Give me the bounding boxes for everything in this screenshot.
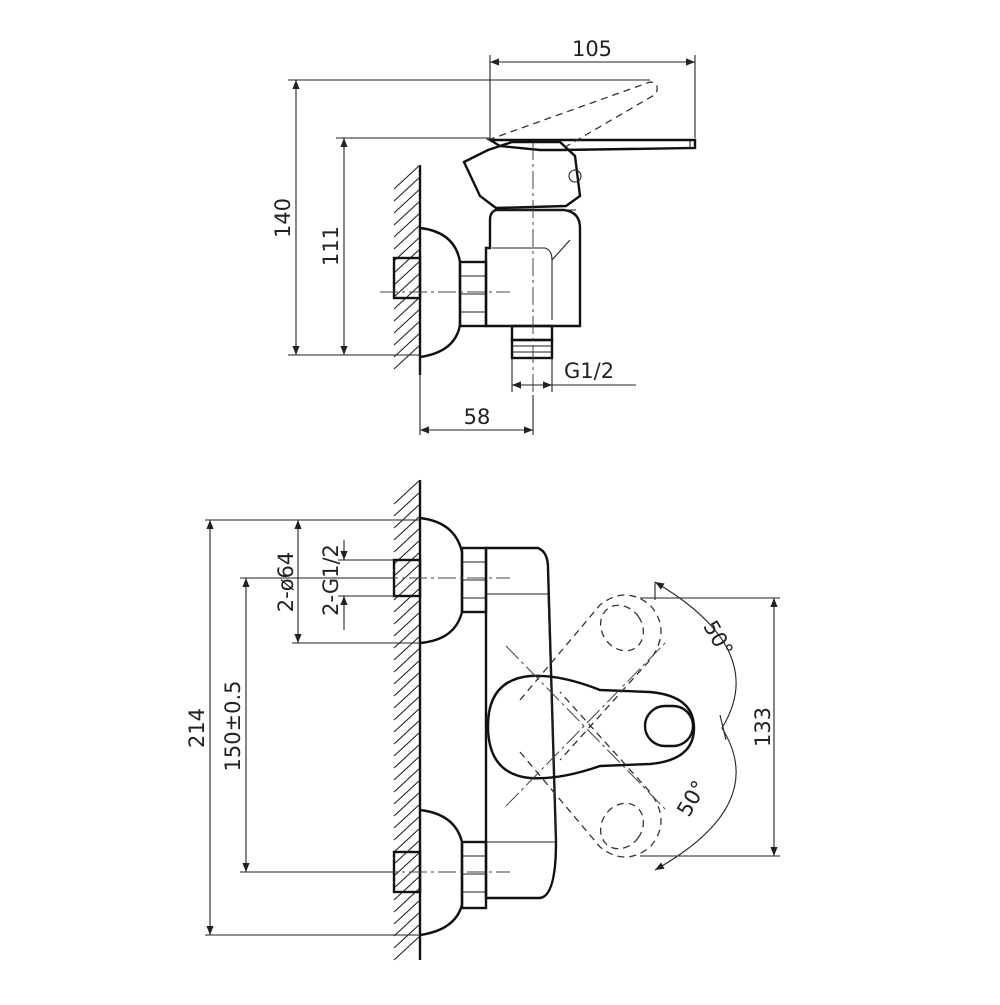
front-handle-rotated-down [519, 691, 662, 858]
side-handle [462, 138, 697, 210]
wall-hatch-line [393, 683, 421, 709]
wall-hatch-line [393, 260, 421, 286]
dim-inlet-thread: 2-G1/2 [319, 544, 343, 616]
wall-hatch-line [393, 767, 421, 793]
side-hex-nut [458, 260, 488, 328]
wall-hatch-line [393, 188, 421, 214]
wall-hatch-line [393, 827, 421, 853]
dim-overall-height: 214 [185, 708, 209, 748]
dim-handle-swing: 133 [751, 707, 775, 747]
front-handle [486, 674, 696, 780]
wall-hatch-line [393, 563, 421, 589]
wall-hatch-line [393, 815, 421, 841]
wall-hatch-line [393, 332, 421, 358]
front-view: 214 150±0.5 2-ø64 2-G1/2 133 50° 50° [185, 479, 780, 961]
side-outlet [510, 324, 554, 360]
wall-hatch-line [393, 479, 421, 505]
wall-hatch-line [393, 791, 421, 817]
wall-hatch-line [393, 659, 421, 685]
wall-hatch-line [393, 743, 421, 769]
wall-hatch-line [393, 164, 421, 190]
front-upper-hex-nut [460, 546, 488, 614]
handle-swing-arc [654, 581, 737, 871]
side-inlet-stub [392, 256, 422, 300]
wall-hatch-line [393, 695, 421, 721]
wall-hatch-line [393, 911, 421, 937]
wall-hatch-line [393, 647, 421, 673]
wall-hatch-line [393, 212, 421, 238]
front-lower-hex-nut [460, 840, 488, 910]
front-view-wall [393, 479, 422, 961]
wall-hatch-line [393, 803, 421, 829]
wall-hatch-line [393, 344, 421, 370]
wall-hatch-line [393, 755, 421, 781]
wall-hatch-line [393, 875, 421, 901]
front-handle-rotated-up [519, 594, 662, 761]
wall-hatch-line [393, 491, 421, 517]
wall-hatch-line [393, 296, 421, 322]
dim-outlet-height: 111 [319, 226, 343, 266]
wall-hatch-line [393, 224, 421, 250]
wall-hatch-line [393, 248, 421, 274]
wall-hatch-line [393, 707, 421, 733]
wall-hatch-line [393, 719, 421, 745]
wall-hatch-line [393, 899, 421, 925]
dim-angle-lower: 50° [672, 776, 711, 820]
wall-hatch-line [393, 671, 421, 697]
wall-hatch-line [393, 923, 421, 949]
wall-hatch-line [393, 176, 421, 202]
front-upper-cover [419, 516, 464, 645]
wall-hatch-line [393, 599, 421, 625]
dim-wall-offset: 58 [464, 405, 491, 429]
wall-hatch-line [393, 623, 421, 649]
side-view-wall [393, 164, 422, 375]
wall-hatch-line [393, 851, 421, 877]
side-view: 105 140 111 G1/2 58 [271, 37, 697, 435]
dim-inlet-spacing: 150±0.5 [221, 680, 245, 771]
dim-top-width: 105 [572, 37, 612, 61]
dim-angle-upper: 50° [698, 616, 737, 660]
dim-outlet-thread: G1/2 [564, 359, 614, 383]
wall-hatch-line [393, 527, 421, 553]
front-handle-hole-down [599, 802, 645, 850]
wall-hatch-line [393, 863, 421, 889]
wall-hatch-line [393, 308, 421, 334]
wall-hatch-line [393, 611, 421, 637]
dim-cover-diameter: 2-ø64 [274, 552, 298, 613]
side-handle-raised [487, 81, 658, 151]
wall-hatch-line [393, 779, 421, 805]
wall-hatch-line [393, 551, 421, 577]
wall-hatch-line [393, 935, 421, 961]
front-handle-hole-up [599, 604, 645, 652]
wall-hatch-line [393, 200, 421, 226]
dim-total-height: 140 [271, 198, 295, 238]
wall-hatch-line [393, 635, 421, 661]
wall-hatch-line [393, 587, 421, 613]
wall-hatch-line [393, 272, 421, 298]
front-valve-body [484, 546, 558, 900]
side-valve-body [484, 208, 582, 328]
wall-hatch-line [393, 320, 421, 346]
wall-hatch-line [393, 731, 421, 757]
wall-hatch-line [393, 503, 421, 529]
